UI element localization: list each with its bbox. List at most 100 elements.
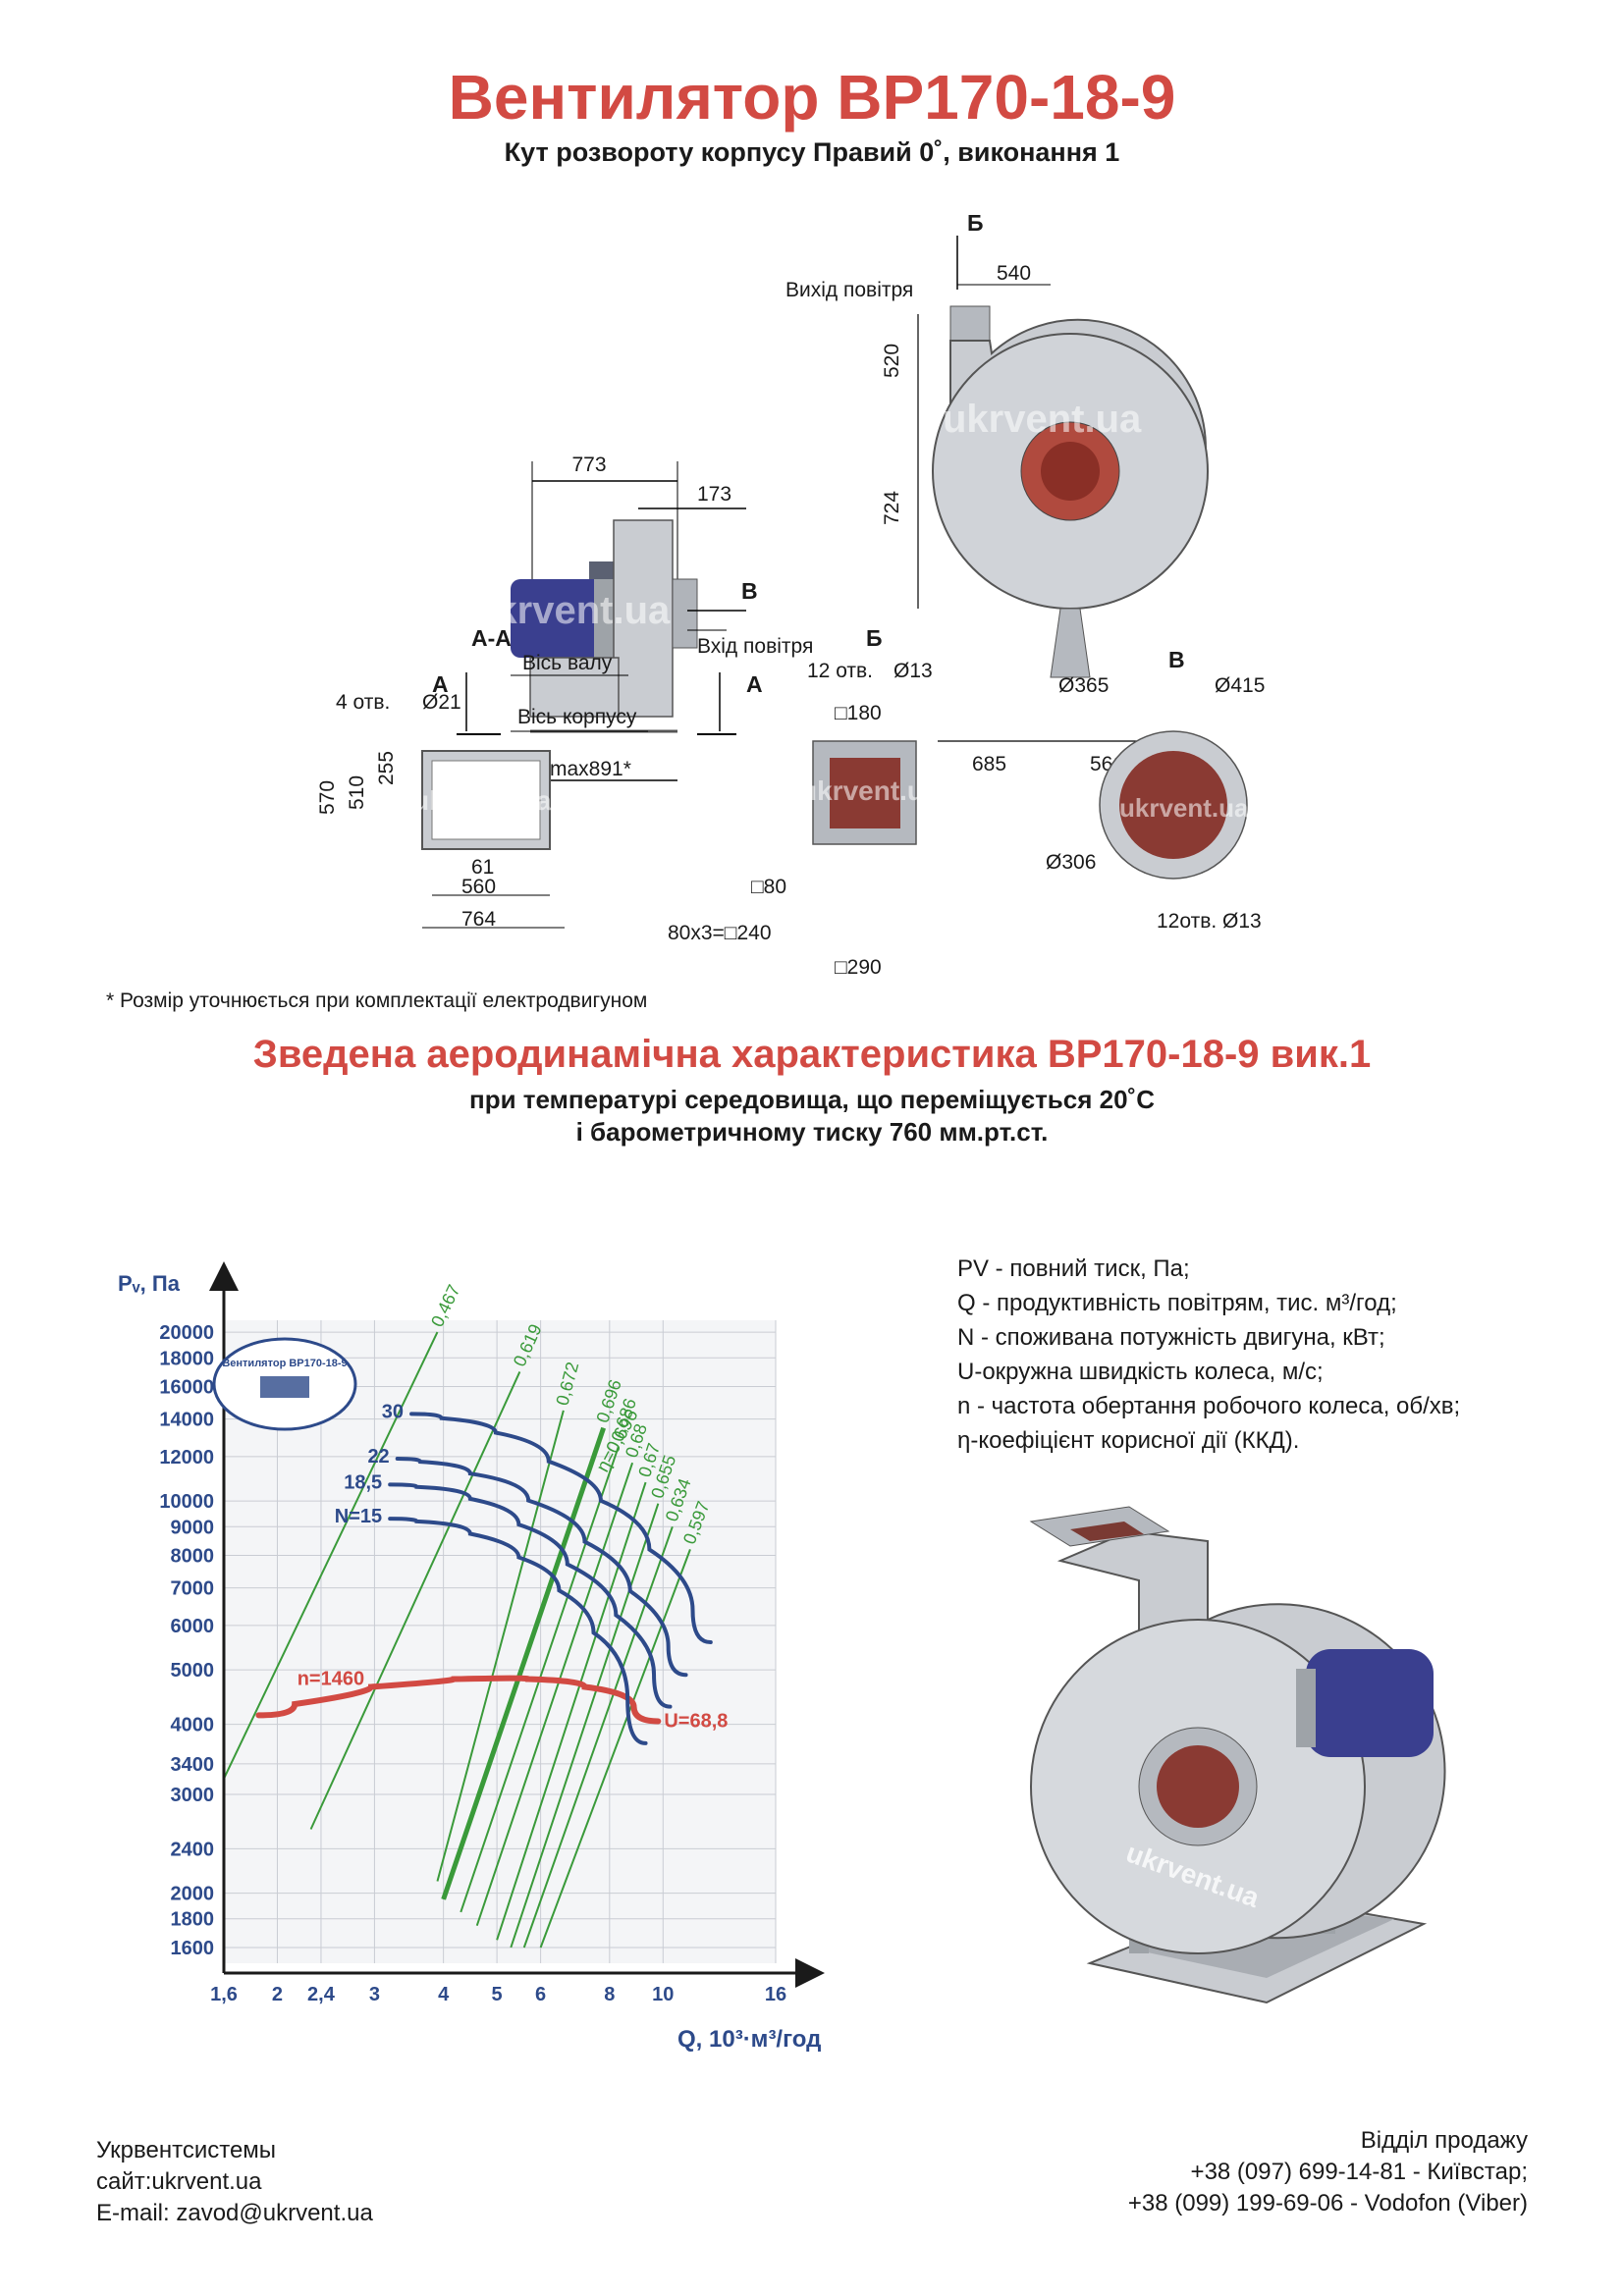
dim-240: 80х3=□240	[668, 922, 772, 944]
watermark: ukrvent.ua	[800, 775, 940, 806]
dim-max891: max891*	[550, 758, 631, 780]
aero-subtitle-pressure: і барометричному тиску 760 мм.рт.ст.	[575, 1117, 1049, 1147]
company-name: Укрвентсистемы	[96, 2137, 277, 2163]
sales-title: Відділ продажу	[1360, 2127, 1528, 2154]
y-tick-label: 20000	[159, 1322, 214, 1344]
series-line	[409, 1412, 713, 1645]
legend-item: Q - продуктивність повітрям, тис. м³/год…	[957, 1290, 1397, 1316]
dim-61: 61	[471, 856, 494, 879]
shaft-axis-label: Вісь валу	[522, 652, 613, 674]
air-inlet-label: Вхід повітря	[697, 635, 813, 658]
legend-item: PV - повний тиск, Па;	[957, 1255, 1190, 1282]
section-a-right: А	[746, 671, 763, 697]
x-axis-label: Q, 10³·м³/год	[677, 2026, 821, 2052]
y-tick-label: 14000	[159, 1410, 214, 1431]
watermark: ukrvent.ua	[1119, 793, 1249, 823]
efficiency-line	[496, 1481, 647, 1941]
dim-570: 570	[316, 780, 339, 815]
y-tick-label: 8000	[171, 1546, 215, 1568]
y-axis-label: Pᵥ, Па	[118, 1271, 181, 1296]
legend-item: η-коефіцієнт корисної дії (ККД).	[957, 1427, 1300, 1454]
dim-255: 255	[375, 751, 398, 785]
watermark: ukrvent.ua	[471, 589, 671, 632]
y-tick-label: 16000	[159, 1376, 214, 1398]
x-tick-label: 2	[272, 1984, 283, 2005]
dim-520: 520	[881, 344, 903, 378]
section-aa-title: А-А	[471, 625, 512, 651]
dia-306: Ø306	[1046, 851, 1096, 874]
max-efficiency-line	[441, 1426, 607, 1900]
y-tick-label: 3400	[171, 1754, 215, 1776]
view-b-drawing: Б 12 отв. Ø13 □180 ukrvent.ua □80 80х3=□…	[668, 625, 940, 979]
view-v-holes: 12отв. Ø13	[1157, 910, 1262, 933]
series-line	[388, 1517, 648, 1745]
x-tick-label: 10	[652, 1984, 674, 2005]
efficiency-line	[522, 1525, 674, 1949]
view-v-title: В	[1168, 647, 1185, 672]
series-label: 18,5	[344, 1471, 382, 1493]
motor-shape	[511, 579, 609, 658]
dim-173: 173	[697, 483, 731, 506]
watermark: ukrvent.ua	[412, 785, 552, 816]
efficiency-line	[309, 1371, 521, 1830]
y-tick-label: 5000	[171, 1660, 215, 1682]
technical-drawings: 773 173 ukrvent.ua В Вхід повітря А А ma…	[316, 210, 1265, 979]
dia-365: Ø365	[1058, 674, 1109, 697]
x-tick-label: 5	[492, 1984, 503, 2005]
y-tick-label: 18000	[159, 1348, 214, 1369]
label-b-front: Б	[967, 210, 984, 236]
series-line	[388, 1482, 673, 1709]
series-label: 22	[367, 1446, 389, 1468]
y-tick-label: 1800	[171, 1909, 215, 1931]
dim-773: 773	[571, 454, 606, 476]
efficiency-line	[510, 1503, 660, 1949]
footer-company: Укрвентсистемы сайт:ukrvent.ua E-mail: z…	[96, 2135, 373, 2229]
hole-dia-label: Ø21	[422, 691, 461, 714]
series-line	[395, 1456, 688, 1678]
y-tick-label: 10000	[159, 1491, 214, 1513]
page-subtitle: Кут розвороту корпусу Правий 0˚, виконан…	[504, 137, 1120, 167]
legend: PV - повний тиск, Па; Q - продуктивність…	[957, 1252, 1460, 1458]
company-site[interactable]: сайт:ukrvent.ua	[96, 2168, 262, 2195]
front-view-drawing: Б Вихід повітря 540 520 724 685 561 ukrv…	[785, 210, 1209, 775]
view-b-hole-dia: Ø13	[893, 660, 933, 682]
holes-label: 4 отв.	[336, 691, 390, 714]
x-tick-label: 8	[604, 1984, 615, 2005]
efficiency-line	[223, 1331, 439, 1780]
y-tick-label: 2000	[171, 1884, 215, 1905]
series-label: n=1460	[298, 1669, 364, 1690]
dim-724: 724	[881, 491, 903, 525]
motor-shape	[1306, 1649, 1434, 1757]
side-view-drawing: 773 173 ukrvent.ua В Вхід повітря А А ma…	[432, 454, 813, 781]
footnote: * Розмір уточнюється при комплектації ел…	[106, 989, 648, 1012]
fan-illustration: ukrvent.ua	[1029, 1506, 1446, 2004]
company-email[interactable]: E-mail: zavod@ukrvent.ua	[96, 2200, 373, 2226]
y-tick-label: 2400	[171, 1839, 215, 1860]
dim-560: 560	[461, 876, 496, 898]
x-tick-label: 2,4	[307, 1984, 336, 2005]
efficiency-line	[436, 1410, 565, 1882]
efficiency-line	[539, 1549, 691, 1949]
dim-685: 685	[972, 753, 1006, 775]
view-b-holes: 12 отв.	[807, 660, 873, 682]
dim-290: □290	[835, 956, 882, 979]
sales-phone-kyivstar[interactable]: +38 (097) 699-14-81 - Київстар;	[1190, 2159, 1528, 2185]
legend-item: U-окружна швидкість колеса, м/с;	[957, 1359, 1324, 1385]
series-label: N=15	[335, 1506, 382, 1527]
y-tick-label: 9000	[171, 1517, 215, 1538]
view-v-drawing: В Ø365 Ø415 ukrvent.ua Ø306 12отв. Ø13	[1046, 647, 1265, 933]
efficiency-line	[475, 1462, 634, 1927]
sales-phone-vodafone[interactable]: +38 (099) 199-69-06 - Vodofon (Viber)	[1127, 2190, 1528, 2216]
page-title: Вентилятор ВР170-18-9	[448, 62, 1176, 133]
y-tick-label: 6000	[171, 1616, 215, 1637]
x-tick-label: 16	[765, 1984, 786, 2005]
y-tick-label: 12000	[159, 1447, 214, 1468]
watermark: ukrvent.ua	[943, 398, 1142, 441]
dim-80: □80	[751, 876, 786, 898]
footer-sales: Відділ продажу +38 (097) 699-14-81 - Киї…	[1128, 2125, 1528, 2219]
x-tick-label: 6	[535, 1984, 546, 2005]
body-axis-label: Вісь корпусу	[517, 706, 637, 728]
aero-subtitle-temperature: при температурі середовища, що переміщує…	[469, 1085, 1155, 1114]
